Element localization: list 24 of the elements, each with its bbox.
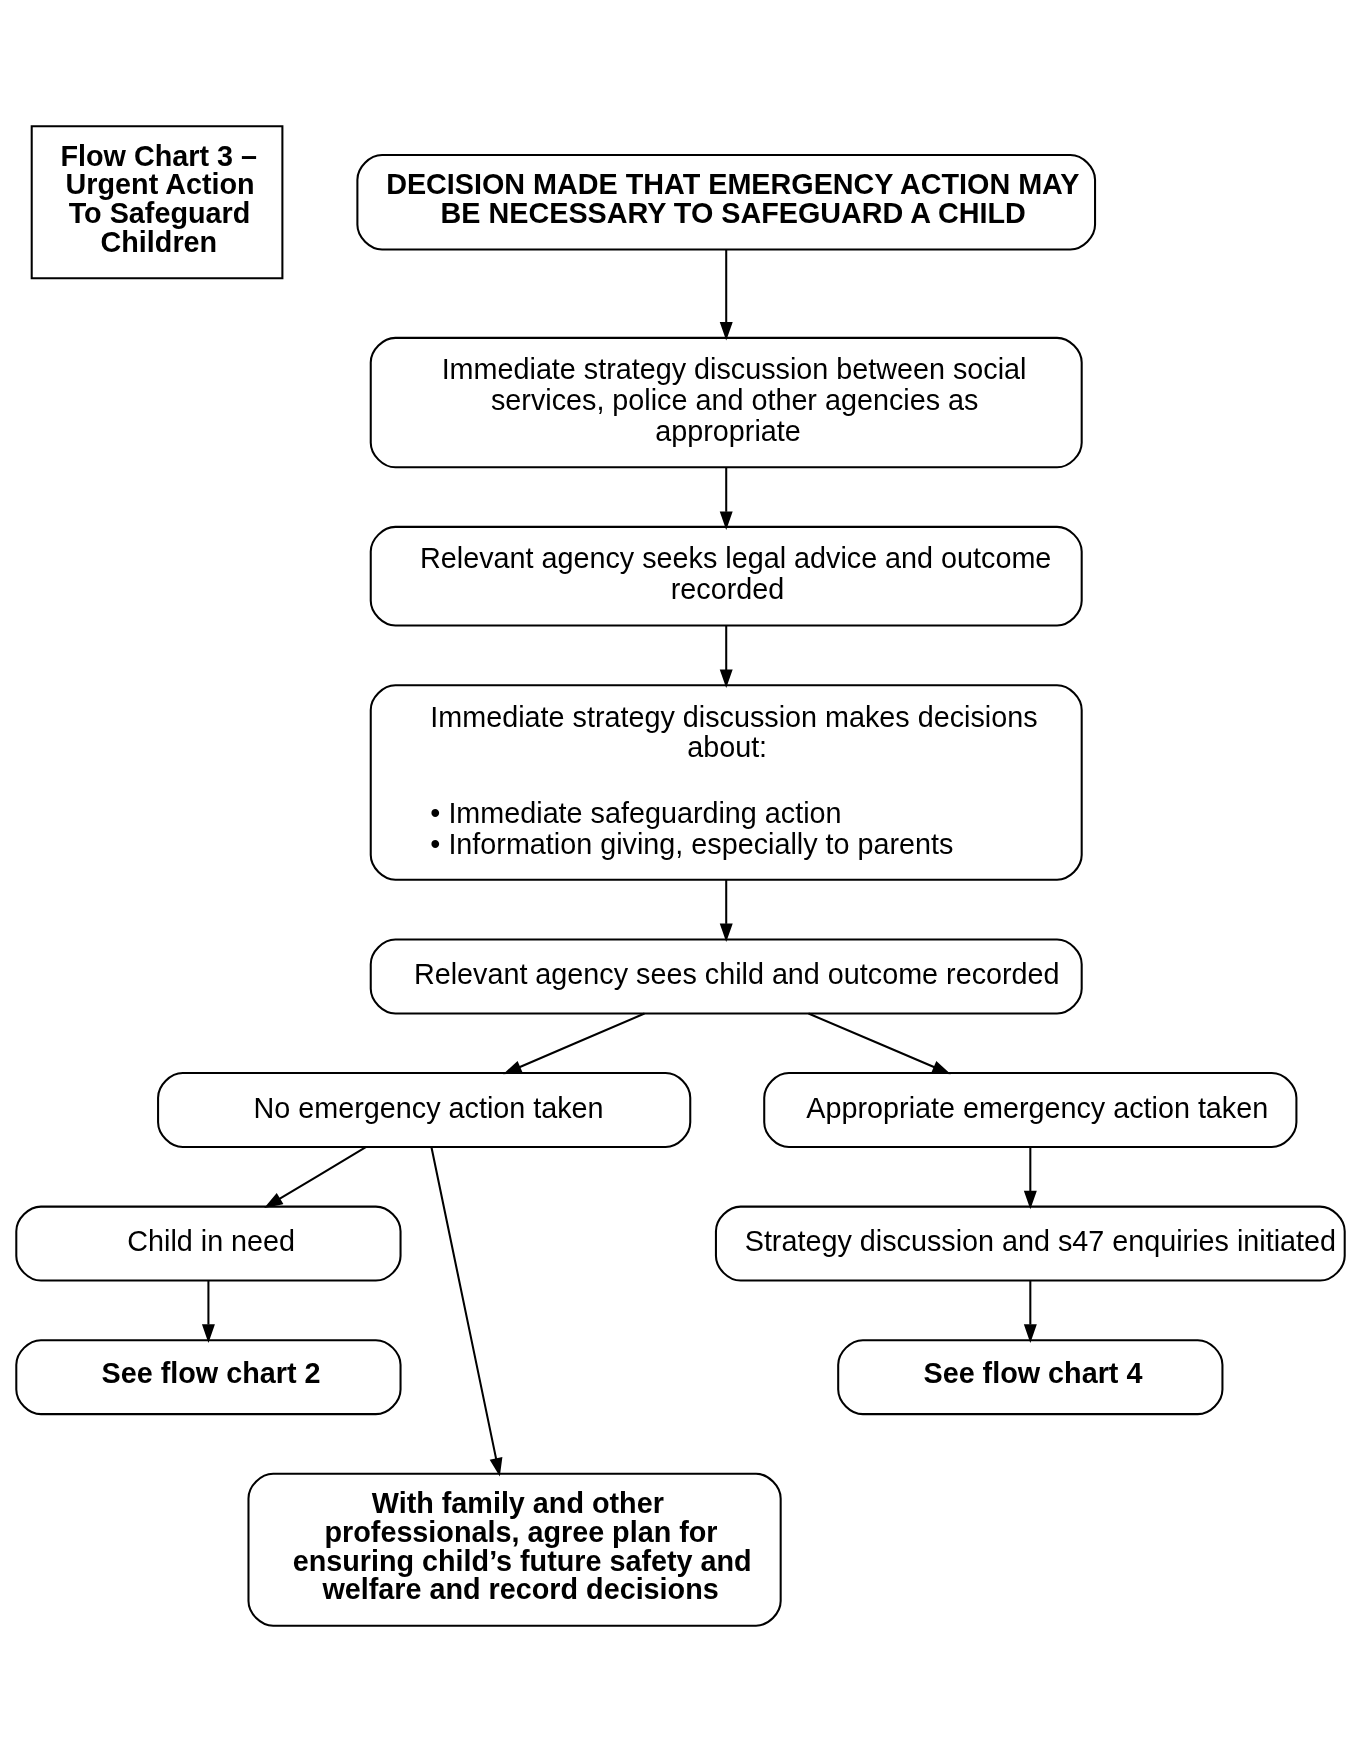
node-box: No emergency action taken (157, 1072, 692, 1149)
node-box: See flow chart 2 (15, 1339, 402, 1416)
arrow (1023, 1281, 1037, 1343)
node-box: Relevant agency seeks legal advice and outcome recorded (369, 525, 1083, 627)
node-box: Child in need (15, 1205, 402, 1282)
node-box: Immediate strategy discussion between social services, police and other agencies as appropriate (369, 336, 1083, 469)
node-box: Relevant agency sees child and outcome recorded (369, 938, 1083, 1015)
node-box: See flow chart 4 (837, 1339, 1224, 1416)
node-box: Appropriate emergency action taken (763, 1072, 1298, 1149)
arrow (264, 1146, 367, 1209)
arrow (719, 880, 733, 943)
node-box: DECISION MADE THAT EMERGENCY ACTION MAY BE NECESSARY TO SAFEGUARD A CHILD (356, 153, 1097, 251)
arrow (808, 1012, 951, 1075)
arrow (503, 1012, 645, 1075)
arrow (719, 249, 733, 341)
arrow (719, 625, 733, 688)
node-box: Strategy discussion and s47 enquiries initiated (714, 1205, 1346, 1282)
node-box: Flow Chart 3 – Urgent Action To Safeguard Children (30, 125, 284, 280)
node-box: Immediate strategy discussion makes decisions about: • Immediate safeguarding action • Information giving, especially to parents (369, 684, 1083, 881)
node-box: With family and other professionals, agree plan for ensuring child’s future safety and welfare and record decisions (247, 1472, 782, 1627)
arrow (719, 467, 733, 530)
arrow (1023, 1147, 1037, 1210)
arrow (201, 1281, 215, 1343)
arrow (430, 1147, 503, 1477)
